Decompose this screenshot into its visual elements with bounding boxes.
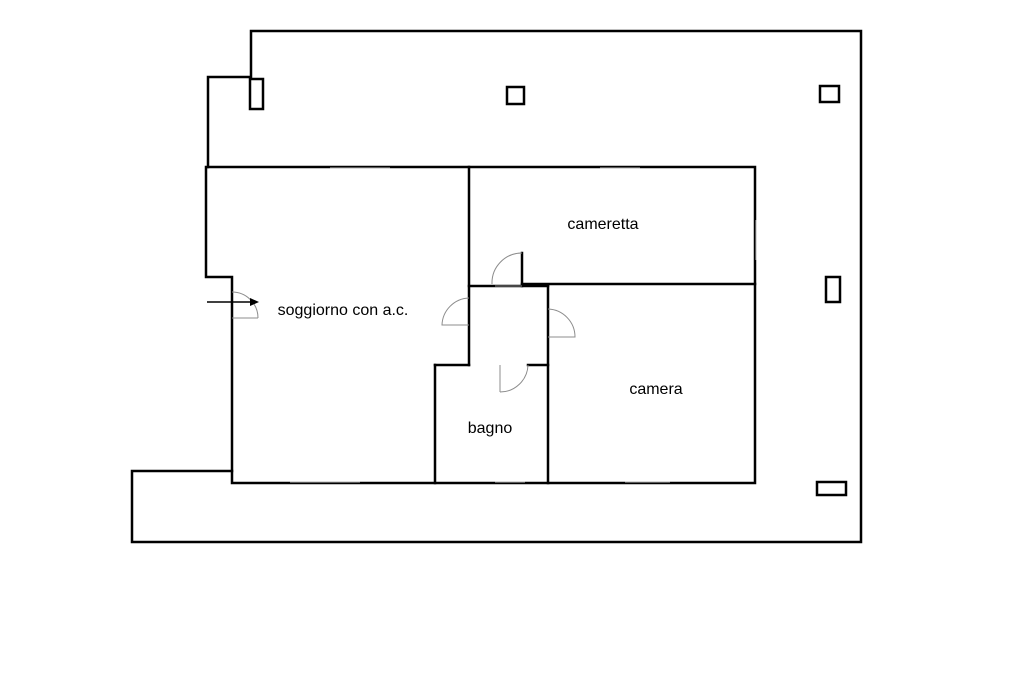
pillar-west: [248, 77, 265, 111]
entrance-door: [231, 291, 259, 319]
room-label-living: soggiorno con a.c.: [278, 302, 409, 319]
pillar-north-center: [505, 85, 526, 106]
terrace-outline: [130, 29, 863, 544]
pillar-east: [824, 275, 842, 304]
room-label-camera: camera: [629, 381, 682, 398]
pillar-north-east: [818, 84, 841, 104]
room-label-cameretta: cameretta: [567, 216, 638, 233]
entrance-arrow: [207, 298, 259, 306]
pillars: [248, 77, 848, 497]
doors: [231, 252, 576, 393]
door-cameretta: [491, 252, 523, 287]
pillar-south-east: [815, 480, 848, 497]
apartment-outline: [204, 165, 757, 485]
door-living: [441, 297, 470, 326]
windows: [290, 167, 757, 483]
room-label-bagno: bagno: [468, 420, 513, 437]
door-bagno: [499, 364, 529, 393]
door-camera: [547, 308, 576, 338]
